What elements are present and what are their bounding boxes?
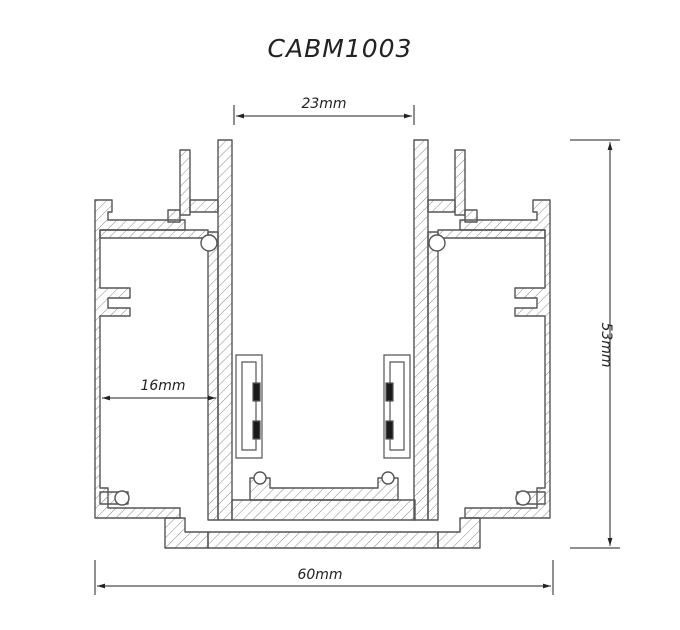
left-inner-wall	[207, 231, 219, 521]
channel-floor	[231, 499, 416, 521]
right-outer-wall	[459, 199, 551, 519]
right-inner-wall	[427, 231, 439, 521]
left-fin-inner	[217, 139, 233, 521]
dimension-lines	[94, 105, 620, 595]
left-fin-outer	[179, 149, 191, 216]
aluminium-profile	[94, 139, 551, 549]
total-height-label: 53mm	[598, 322, 614, 367]
left-outer-wall	[94, 199, 186, 519]
channel-width-label: 23mm	[301, 96, 346, 112]
chamber-width-label: 16mm	[140, 378, 185, 394]
screw-bosses	[114, 234, 531, 506]
total-width-label: 60mm	[297, 567, 342, 583]
right-fin-inner	[413, 139, 429, 521]
drawing-title: CABM1003	[267, 34, 413, 63]
left-gasket	[235, 354, 263, 459]
profile-base	[164, 517, 209, 549]
right-gasket	[383, 354, 411, 459]
right-fin-outer	[454, 149, 466, 216]
